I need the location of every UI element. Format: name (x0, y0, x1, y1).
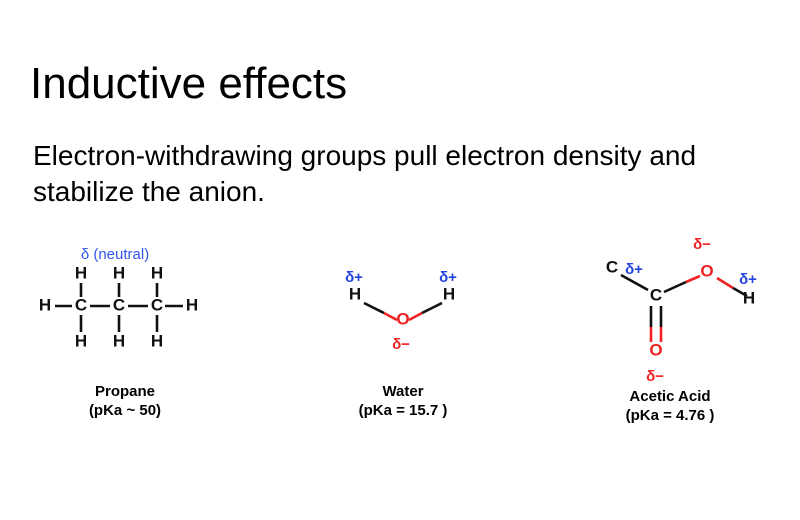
atom-o-hydroxyl: O (700, 261, 713, 280)
atom-h-top-1: H (75, 263, 87, 282)
atom-h-right: H (443, 284, 455, 303)
atom-h-left: H (39, 295, 51, 314)
caption-water: Water (pKa = 15.7 ) (278, 383, 528, 421)
atom-h-left: H (349, 284, 361, 303)
molecule-pka-propane: (pKa ~ 50) (88, 401, 162, 419)
propane-charge-label: δ (neutral) (81, 246, 149, 263)
atom-h-top-3: H (151, 263, 163, 282)
bond-c-o-red (685, 274, 701, 284)
delta-plus-left: δ+ (345, 269, 363, 286)
bond-c-o-black (663, 280, 687, 294)
delta-minus-oxygen: δ− (392, 336, 410, 353)
delta-plus-hydrogen: δ+ (739, 271, 757, 288)
atom-c-3: C (151, 295, 163, 314)
molecule-comparison-row: δ (neutral) H H H H C C C H H H H Propan… (0, 220, 800, 450)
atom-h-acidic: H (743, 288, 755, 307)
atom-c-2: C (113, 295, 125, 314)
caption-propane: Propane (pKa ~ 50) (0, 383, 250, 421)
bond-o-h-red (716, 276, 734, 290)
molecule-pka-acetic-acid: (pKa = 4.76 ) (625, 406, 715, 424)
molecule-card-propane: δ (neutral) H H H H C C C H H H H Propan… (0, 220, 250, 450)
atom-c-carbonyl: C (650, 285, 662, 304)
atom-h-top-2: H (113, 263, 125, 282)
delta-minus-carbonyl: δ− (646, 368, 664, 385)
bond-o-h-black (732, 286, 748, 298)
molecule-card-water: δ+ δ+ H O H δ− Water (pKa = 15.7 ) (278, 220, 528, 450)
page-title: Inductive effects (30, 59, 348, 109)
propane-structure-diagram: δ (neutral) H H H H C C C H H H H (39, 246, 198, 351)
molecule-name-acetic-acid: Acetic Acid (629, 388, 711, 405)
delta-minus-hydroxyl: δ− (693, 236, 711, 253)
atom-o-center: O (396, 309, 409, 328)
atom-h-bottom-2: H (113, 331, 125, 350)
bond-hright-red (408, 311, 423, 322)
caption-acetic-acid: Acetic Acid (pKa = 4.76 ) (545, 388, 795, 426)
water-structure-diagram: δ+ δ+ H O H δ− (345, 269, 457, 353)
molecule-card-acetic-acid: C δ+ C δ− O δ+ H O δ− Acetic Acid (pKa =… (545, 220, 795, 450)
atom-h-bottom-1: H (75, 331, 87, 350)
atom-h-right: H (186, 295, 198, 314)
atom-o-carbonyl: O (649, 340, 662, 359)
molecule-name-propane: Propane (94, 383, 155, 400)
molecule-pka-water: (pKa = 15.7 ) (358, 401, 448, 419)
atom-c-1: C (75, 295, 87, 314)
atom-h-bottom-3: H (151, 331, 163, 350)
bond-hleft-black (363, 301, 385, 315)
delta-plus-right: δ+ (439, 269, 457, 286)
bond-hright-black (421, 301, 443, 315)
acetic-acid-structure-diagram: C δ+ C δ− O δ+ H O δ− (606, 236, 757, 385)
bond-cmethyl-c (620, 273, 649, 292)
delta-plus-methyl: δ+ (625, 261, 643, 278)
atom-c-methyl: C (606, 257, 618, 276)
bond-hleft-red (383, 311, 398, 322)
slide-subtitle: Electron-withdrawing groups pull electro… (33, 140, 697, 207)
molecule-name-water: Water (382, 383, 424, 400)
